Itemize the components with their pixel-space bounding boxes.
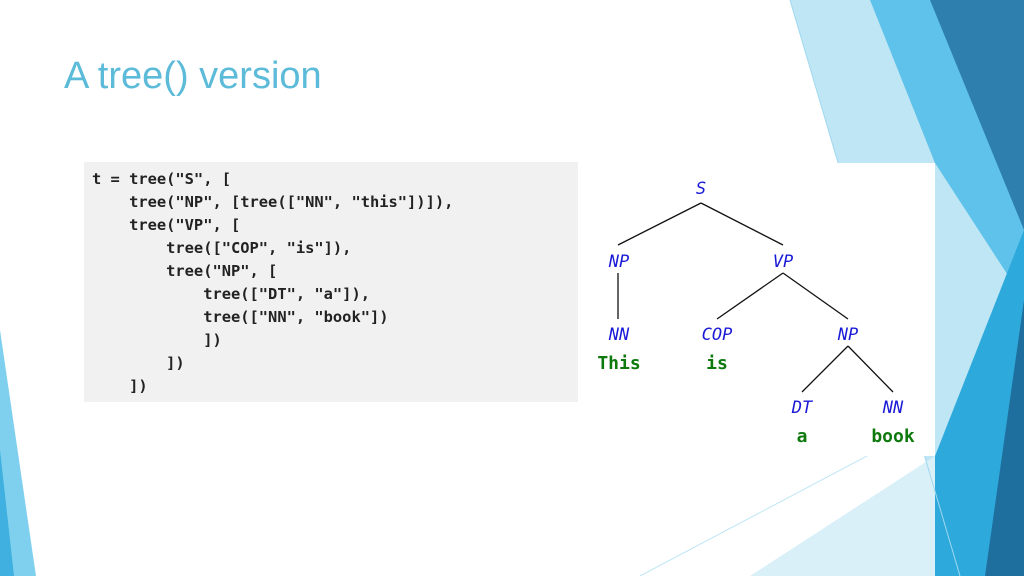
code-line: tree("NP", [tree(["NN", "this"])]),	[92, 193, 454, 211]
edge-s-np	[617, 202, 702, 246]
code-line: ])	[92, 354, 185, 372]
node-s: S	[696, 179, 706, 199]
code-line: t = tree("S", [	[92, 170, 231, 188]
right-decor-facet-dark	[930, 0, 1024, 230]
code-line: tree(["DT", "a"]),	[92, 285, 370, 303]
parse-tree-diagram: S NP VP NN COP NP DT NN This is a book	[581, 163, 935, 456]
edge-vp-cop	[716, 272, 784, 320]
left-decor-shape	[0, 330, 36, 576]
word-book: book	[871, 426, 915, 447]
code-line: ])	[92, 377, 148, 395]
edge-np-dt	[801, 345, 849, 393]
right-decor-facet-pale	[750, 456, 935, 576]
edge-s-vp	[700, 202, 784, 246]
word-a: a	[797, 426, 808, 447]
node-vp: VP	[773, 252, 793, 272]
left-decor-shape-dark	[0, 450, 14, 576]
code-line: tree("NP", [	[92, 262, 278, 280]
node-nn: NN	[608, 325, 630, 345]
node-dt: DT	[791, 398, 814, 418]
node-cop: COP	[702, 325, 733, 345]
code-line: tree(["COP", "is"]),	[92, 239, 352, 257]
word-this: This	[597, 353, 640, 374]
node-nn: NN	[882, 398, 904, 418]
code-line: ])	[92, 331, 222, 349]
right-decor-facet-deep	[985, 300, 1024, 576]
code-line: tree(["NN", "book"])	[92, 308, 389, 326]
word-is: is	[706, 353, 728, 374]
parse-tree-svg: S NP VP NN COP NP DT NN This is a book	[597, 179, 915, 447]
node-np: NP	[608, 252, 629, 272]
edge-np-nn	[847, 345, 894, 393]
node-np: NP	[837, 325, 858, 345]
edge-vp-np	[782, 272, 849, 320]
code-line: tree("VP", [	[92, 216, 241, 234]
slide-title: A tree() version	[64, 55, 322, 97]
code-block: t = tree("S", [ tree("NP", [tree(["NN", …	[84, 162, 578, 402]
